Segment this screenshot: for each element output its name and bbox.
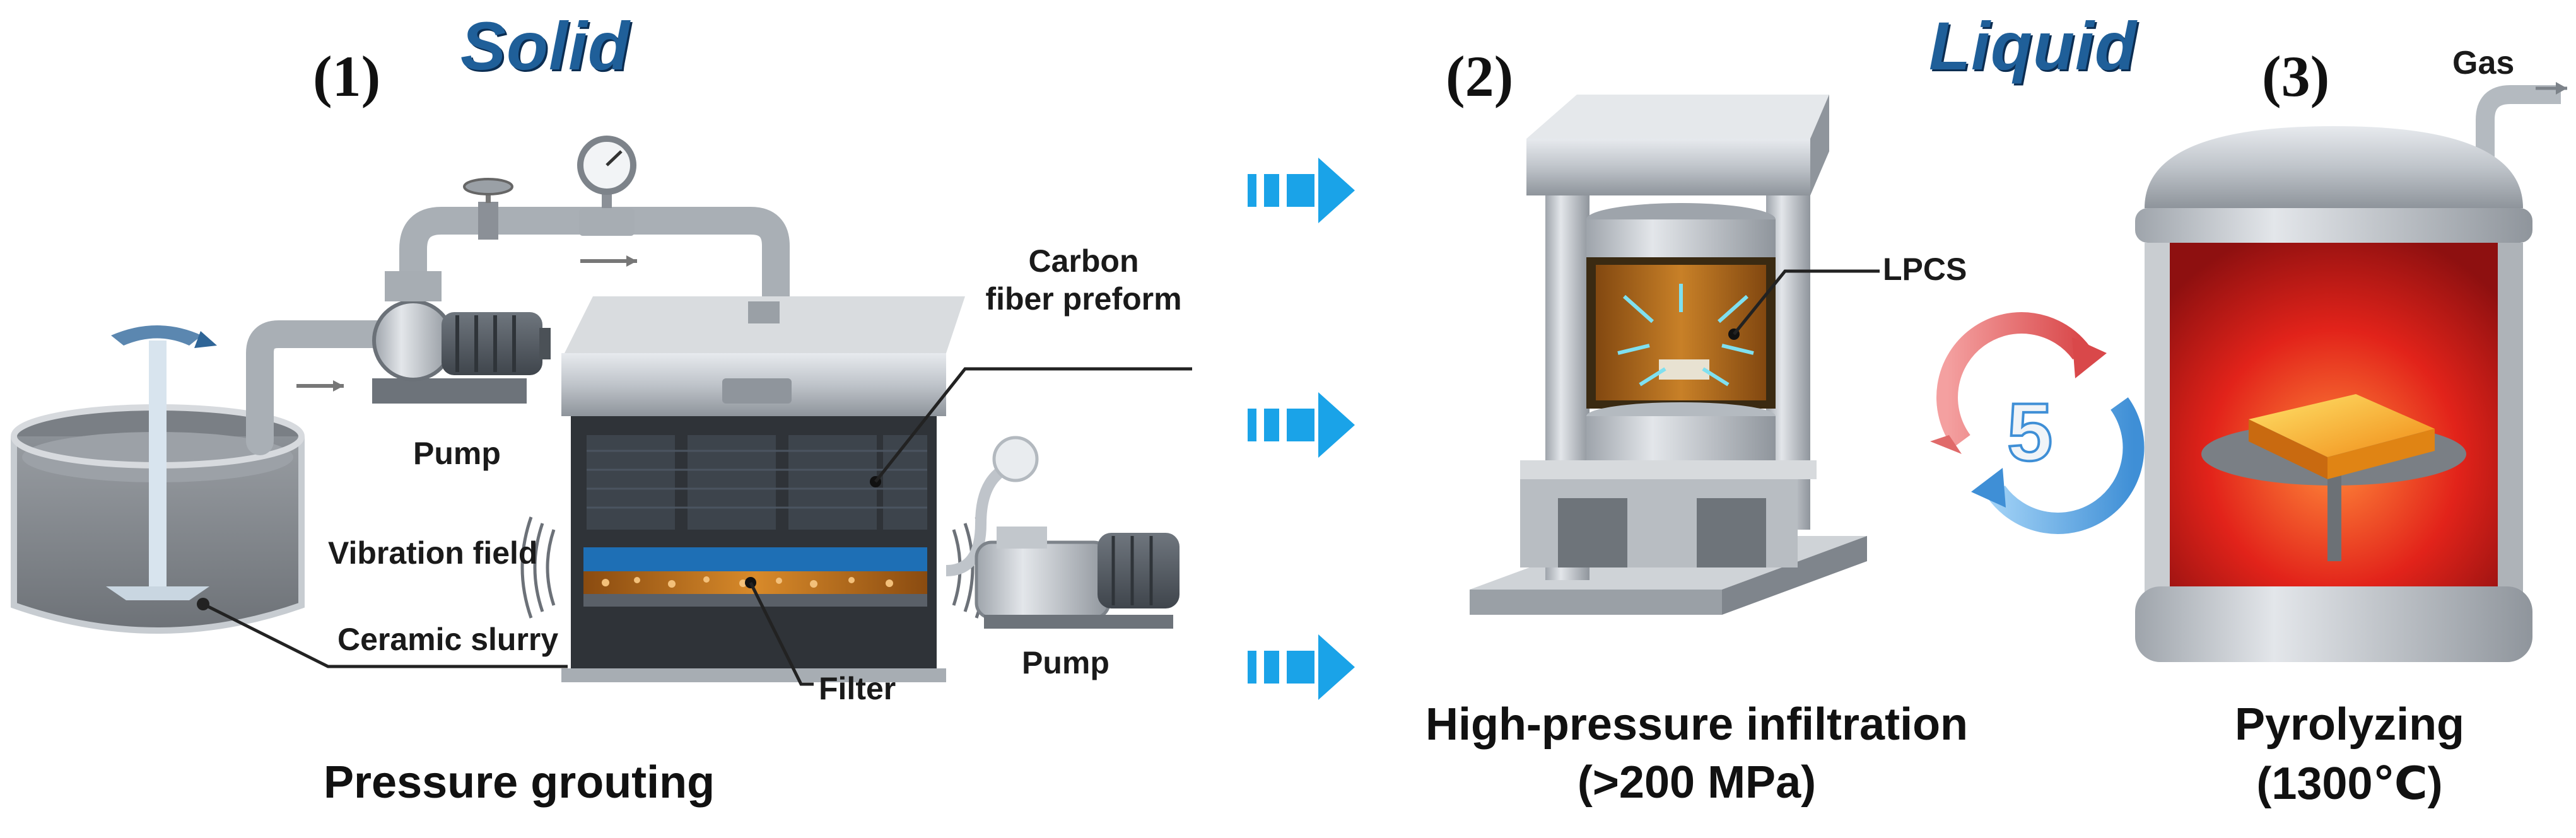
carbon-label-line1: Carbon xyxy=(1028,243,1139,279)
carbon-label-line2: fiber preform xyxy=(985,281,1182,317)
flow-arrow-icon xyxy=(1248,634,1355,700)
leader-lines xyxy=(202,367,1192,686)
ceramic-slurry-label: Ceramic slurry xyxy=(337,622,559,657)
flow-arrow-icon xyxy=(1248,392,1355,458)
pressure-grouting-caption: Pressure grouting xyxy=(324,757,715,808)
flow-arrowhead-icon xyxy=(626,255,637,267)
pump-bottom-label: Pump xyxy=(1022,645,1109,680)
pipework-icon xyxy=(246,207,790,455)
infiltration-caption-line1: High-pressure infiltration xyxy=(1425,699,1969,750)
mixer-tank-icon xyxy=(11,325,305,634)
lpcs-label: LPCS xyxy=(1883,252,1967,287)
flow-arrows xyxy=(1248,158,1355,700)
centrifugal-pump-icon xyxy=(372,271,551,404)
step-1-label: (1) xyxy=(313,44,381,108)
vibration-field-label: Vibration field xyxy=(328,535,538,571)
solid-phase-title: Solid xyxy=(460,8,630,84)
vacuum-pump-icon xyxy=(946,436,1180,629)
infiltration-caption-line2: (>200 MPa) xyxy=(1577,757,1817,808)
flow-arrowhead-icon xyxy=(333,380,344,392)
cycle-arrows-icon xyxy=(1930,312,2145,534)
step-3-label: (3) xyxy=(2262,44,2330,108)
filter-label: Filter xyxy=(819,671,896,706)
pyrolysis-furnace-icon xyxy=(2135,82,2567,662)
pressure-gauge-icon xyxy=(577,136,636,236)
step-2-label: (2) xyxy=(1446,44,1514,108)
gas-label: Gas xyxy=(2452,45,2515,81)
pyrolyzing-caption-line2: (1300℃) xyxy=(2256,759,2443,809)
cycle-count-label: 5 xyxy=(2006,385,2054,479)
flow-arrow-icon xyxy=(1248,158,1355,223)
liquid-phase-title: Liquid xyxy=(1929,8,2137,84)
hydraulic-press-icon xyxy=(1470,95,1880,615)
pump-top-label: Pump xyxy=(413,436,501,471)
valve-icon xyxy=(463,178,513,240)
grouting-box-icon xyxy=(561,296,965,682)
pyrolyzing-caption-line1: Pyrolyzing xyxy=(2234,699,2465,750)
